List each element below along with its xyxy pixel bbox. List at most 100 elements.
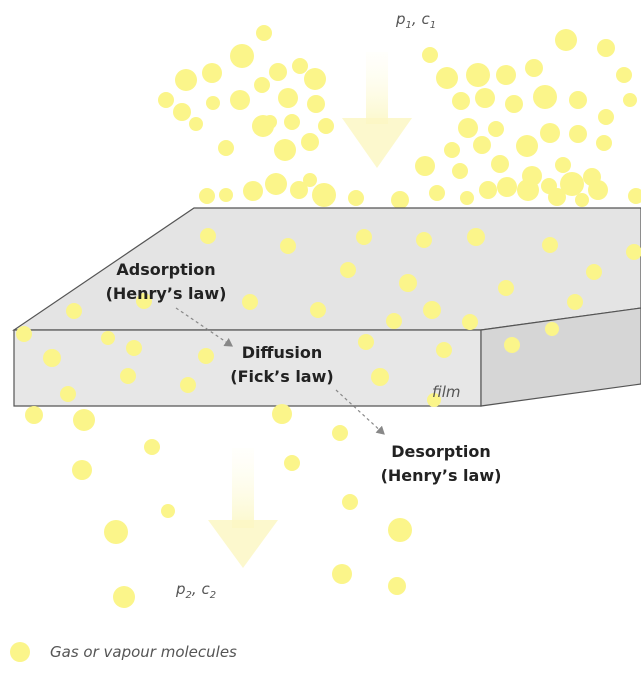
gas-molecule <box>254 77 270 93</box>
gas-molecule <box>284 455 300 471</box>
legend-text: Gas or vapour molecules <box>50 643 237 661</box>
gas-molecule <box>348 190 364 206</box>
gas-molecule <box>626 244 641 260</box>
adsorption-label: Adsorption (Henry’s law) <box>96 258 236 306</box>
gas-molecule <box>158 92 174 108</box>
gas-molecule <box>256 25 272 41</box>
gas-molecule <box>436 67 458 89</box>
gas-molecule <box>628 188 641 204</box>
gas-molecule <box>265 173 287 195</box>
diffusion-title: Diffusion <box>241 343 323 362</box>
gas-molecule <box>173 103 191 121</box>
gas-molecule <box>252 115 274 137</box>
gas-molecule <box>415 156 435 176</box>
desorption-label: Desorption (Henry’s law) <box>366 440 516 488</box>
gas-molecule <box>386 313 402 329</box>
gas-molecule <box>569 91 587 109</box>
gas-molecule <box>278 88 298 108</box>
gas-molecule <box>427 393 441 407</box>
gas-molecule <box>488 121 504 137</box>
gas-molecule <box>180 377 196 393</box>
gas-molecule <box>60 386 76 402</box>
gas-molecule <box>560 172 584 196</box>
gas-molecule <box>473 136 491 154</box>
gas-molecule <box>388 577 406 595</box>
gas-molecule <box>206 96 220 110</box>
diffusion-label: Diffusion (Fick’s law) <box>212 341 352 389</box>
gas-molecule <box>113 586 135 608</box>
desorption-law: (Henry’s law) <box>380 466 502 485</box>
gas-molecule <box>136 293 152 309</box>
gas-molecule <box>586 264 602 280</box>
gas-molecule <box>272 404 292 424</box>
gas-molecule <box>318 118 334 134</box>
gas-molecule <box>555 157 571 173</box>
gas-molecule <box>429 185 445 201</box>
gas-molecule <box>332 564 352 584</box>
gas-molecule <box>161 504 175 518</box>
gas-molecule <box>588 180 608 200</box>
gas-molecule <box>340 262 356 278</box>
gas-molecule <box>391 191 409 209</box>
gas-molecule <box>525 59 543 77</box>
gas-molecule <box>332 425 348 441</box>
gas-molecule <box>307 95 325 113</box>
gas-molecule <box>242 294 258 310</box>
gas-molecule <box>516 135 538 157</box>
downstream-conditions-label: p2, c2 <box>176 580 217 601</box>
legend-molecule-icon <box>10 642 30 662</box>
gas-molecule <box>144 439 160 455</box>
gas-molecule <box>497 177 517 197</box>
gas-molecule <box>230 44 254 68</box>
gas-molecule <box>358 334 374 350</box>
gas-molecule <box>479 181 497 199</box>
gas-molecule <box>436 342 452 358</box>
gas-molecule <box>218 140 234 156</box>
gas-molecule <box>72 460 92 480</box>
gas-molecule <box>545 322 559 336</box>
desorption-title: Desorption <box>391 442 491 461</box>
gas-molecule <box>243 181 263 201</box>
upstream-conditions-label: p1, c1 <box>396 10 437 31</box>
gas-molecule <box>496 65 516 85</box>
gas-molecule <box>548 188 566 206</box>
gas-molecule <box>517 179 539 201</box>
gas-molecule <box>25 406 43 424</box>
gas-molecule <box>175 69 197 91</box>
gas-molecule <box>388 518 412 542</box>
gas-molecule <box>356 229 372 245</box>
film-label: film <box>432 383 461 401</box>
gas-molecule <box>569 125 587 143</box>
gas-molecule <box>200 228 216 244</box>
molecules-in-film-and-downstream <box>16 228 641 608</box>
gas-molecule <box>43 349 61 367</box>
gas-molecule <box>301 133 319 151</box>
gas-molecule <box>303 173 317 187</box>
gas-molecule <box>280 238 296 254</box>
gas-molecule <box>460 191 474 205</box>
gas-molecule <box>304 68 326 90</box>
gas-molecule <box>444 142 460 158</box>
gas-molecule <box>202 63 222 83</box>
upstream-flow-arrow <box>342 52 412 168</box>
gas-molecule <box>292 58 308 74</box>
gas-molecule <box>199 188 215 204</box>
gas-molecule <box>73 409 95 431</box>
gas-molecule <box>198 348 214 364</box>
gas-molecule <box>120 368 136 384</box>
gas-molecule <box>310 302 326 318</box>
gas-molecule <box>498 280 514 296</box>
gas-molecule <box>542 237 558 253</box>
gas-molecule <box>452 163 468 179</box>
gas-molecule <box>101 331 115 345</box>
gas-molecule <box>422 47 438 63</box>
gas-molecule <box>284 114 300 130</box>
gas-molecule <box>66 303 82 319</box>
film-side-face <box>480 307 641 407</box>
gas-molecule <box>475 88 495 108</box>
gas-molecule <box>596 135 612 151</box>
gas-molecule <box>567 294 583 310</box>
gas-molecule <box>104 520 128 544</box>
gas-molecule <box>371 368 389 386</box>
